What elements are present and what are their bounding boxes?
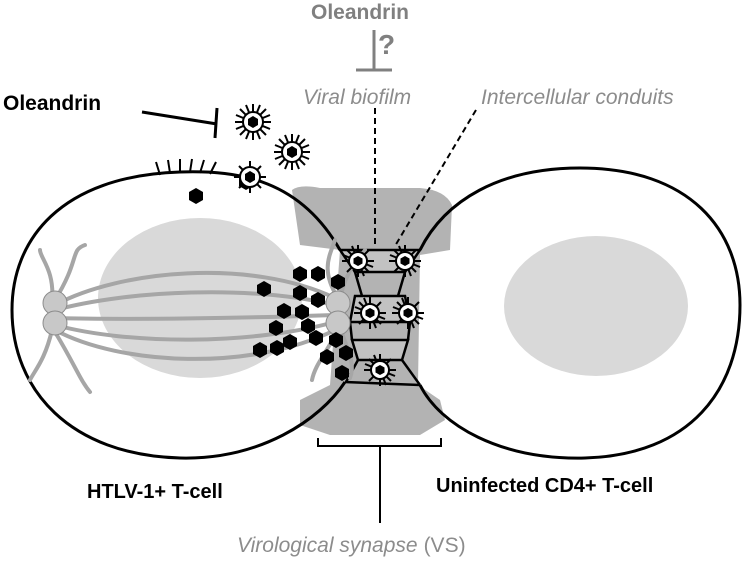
viral-protein-cluster: [189, 174, 353, 381]
virion: [392, 297, 424, 329]
viral-protein: [311, 266, 325, 282]
virion: [235, 104, 271, 140]
viral-protein: [339, 345, 353, 361]
viral-protein: [283, 334, 297, 350]
virion: [234, 161, 266, 193]
synapse-italic-text: Virological synapse: [237, 534, 418, 557]
viral-protein: [295, 304, 309, 320]
uninfected-cell-body: [418, 166, 742, 460]
viral-protein: [311, 292, 325, 308]
left-inhibitor-label: Oleandrin: [3, 92, 101, 115]
synapse-bracket: [317, 438, 442, 523]
channel-outline: [344, 271, 422, 386]
virion-group: [234, 104, 424, 386]
viral-protein: [189, 188, 203, 204]
virion: [342, 245, 374, 277]
viral-protein: [320, 349, 334, 365]
viral-protein: [270, 340, 284, 356]
virion: [364, 354, 396, 386]
viral-protein: [293, 266, 307, 282]
viral-protein: [329, 332, 343, 348]
membrane-budding-spikes: [155, 158, 217, 176]
inhibition-line-left: [141, 107, 219, 139]
viral-protein: [253, 342, 267, 358]
viral-protein: [257, 281, 271, 297]
inhibition-line-top: [356, 30, 392, 72]
intercellular-conduits-label: Intercellular conduits: [481, 86, 674, 109]
uninfected-cell-label: Uninfected CD4+ T-cell: [436, 475, 653, 497]
viral-protein: [269, 320, 283, 336]
virological-synapse-label: Virological synapse (VS): [237, 534, 466, 557]
viral-protein: [335, 365, 349, 381]
infected-cell-body: [10, 170, 347, 460]
viral-protein: [309, 330, 323, 346]
centrosomes: [42, 290, 351, 336]
viral-protein: [293, 285, 307, 301]
virion: [389, 245, 421, 277]
synapse-abbrev-text: (VS): [424, 534, 466, 557]
intercellular-conduits-pointer: [394, 109, 477, 247]
virion: [354, 297, 386, 329]
virion: [274, 134, 310, 170]
top-inhibitor-label: Oleandrin: [311, 1, 409, 24]
viral-protein: [301, 318, 315, 334]
viral-biofilm-label: Viral biofilm: [303, 86, 411, 109]
viral-protein: [277, 303, 291, 319]
uninfected-cell-nucleus: [504, 236, 688, 376]
question-mark: ?: [378, 29, 395, 60]
viral-protein: [331, 274, 345, 290]
infected-cell-label: HTLV-1+ T-cell: [87, 481, 223, 503]
